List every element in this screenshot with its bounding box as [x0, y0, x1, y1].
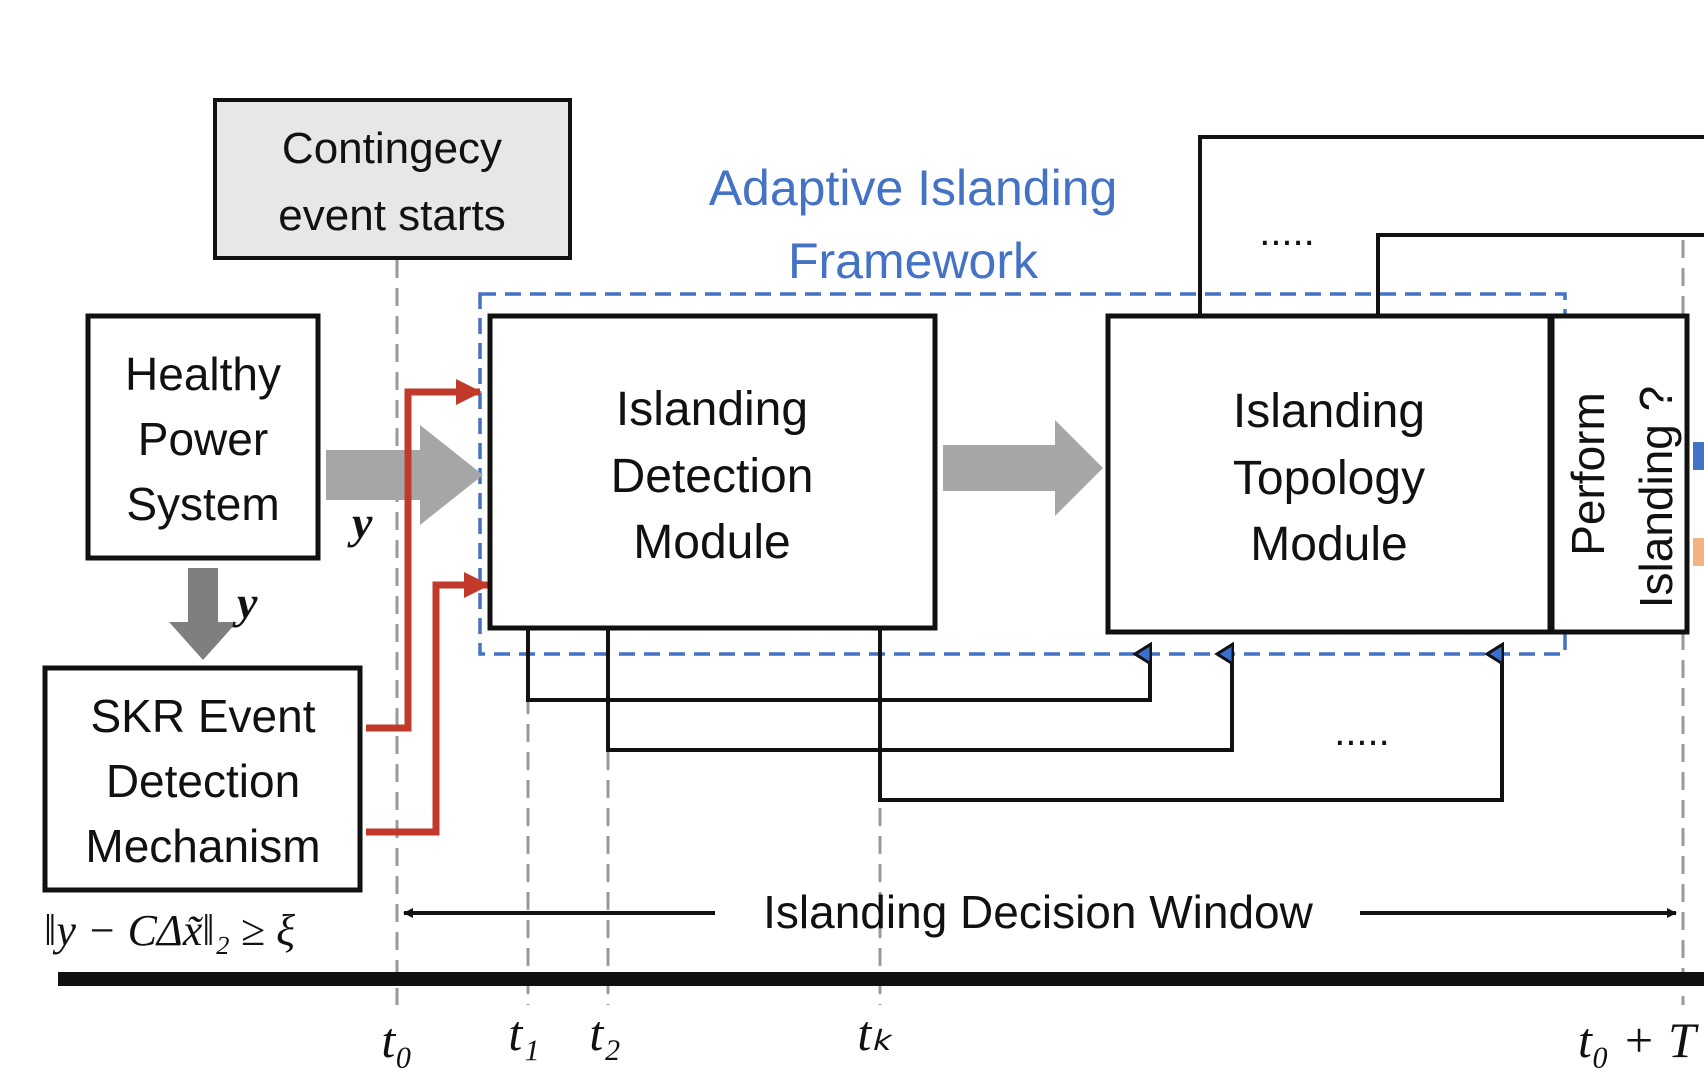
- topology-line3: Module: [1250, 518, 1407, 571]
- contingency-line1: Contingecy: [282, 124, 502, 173]
- feedback-line-t2: [606, 630, 1234, 752]
- skr-line3: Mechanism: [85, 820, 320, 872]
- feedback-line-top-outer: [1198, 135, 1704, 315]
- skr-line2: Detection: [106, 755, 300, 807]
- skr-line1: SKR Event: [91, 690, 316, 742]
- detection-line3: Module: [633, 516, 790, 569]
- time-label-t2: t₂: [589, 1005, 620, 1061]
- topology-line2: Topology: [1233, 452, 1425, 505]
- healthy-line1: Healthy: [125, 348, 281, 400]
- trigger-arrow-upper: [366, 379, 482, 732]
- topology-line1: Islanding: [1233, 385, 1425, 438]
- feedback-line-t1: [526, 630, 1152, 702]
- detection-to-topology-arrow: [943, 420, 1103, 516]
- trigger-arrow-lower: [366, 572, 490, 836]
- time-label-t0: t₀: [381, 1012, 412, 1068]
- healthy-power-system-box: Healthy Power System: [85, 313, 321, 561]
- signal-y-label-right: y: [347, 497, 373, 548]
- perform-islanding-box: Perform Islanding ?: [1549, 313, 1690, 635]
- ellipsis-bottom: .....: [1334, 710, 1390, 754]
- islanding-topology-module: Islanding Topology Module: [1105, 313, 1553, 635]
- output-marker-blue: [1693, 442, 1704, 470]
- healthy-line2: Power: [138, 413, 268, 465]
- detection-condition: ‖y − CΔx̃‖₂ ≥ ξ: [44, 906, 295, 955]
- framework-title-line1: Adaptive Islanding: [709, 160, 1118, 216]
- ellipsis-top: .....: [1259, 210, 1315, 254]
- feedback-line-top-inner: [1376, 233, 1704, 315]
- time-label-t1: t₁: [508, 1005, 539, 1061]
- feedback-line-tk: [878, 630, 1504, 802]
- output-marker-orange: [1693, 538, 1704, 566]
- detection-line1: Islanding: [616, 383, 808, 436]
- perform-line2: Islanding ?: [1630, 386, 1682, 609]
- signal-y-label-down: y: [232, 577, 258, 628]
- framework-title-line2: Framework: [788, 233, 1039, 289]
- contingency-box: Contingecy event starts: [213, 98, 572, 260]
- time-label-tk: tₖ: [857, 1005, 893, 1061]
- decision-window-label: Islanding Decision Window: [763, 886, 1313, 938]
- contingency-line2: event starts: [278, 191, 505, 240]
- islanding-detection-module: Islanding Detection Module: [487, 313, 938, 631]
- perform-line1: Perform: [1562, 392, 1614, 556]
- time-axis: [58, 972, 1704, 986]
- detection-line2: Detection: [611, 450, 814, 503]
- time-label-tend: t₀ + T: [1578, 1012, 1699, 1068]
- healthy-line3: System: [126, 478, 279, 530]
- skr-event-detection-box: SKR Event Detection Mechanism: [42, 665, 363, 893]
- signal-arrow-down: [169, 568, 237, 660]
